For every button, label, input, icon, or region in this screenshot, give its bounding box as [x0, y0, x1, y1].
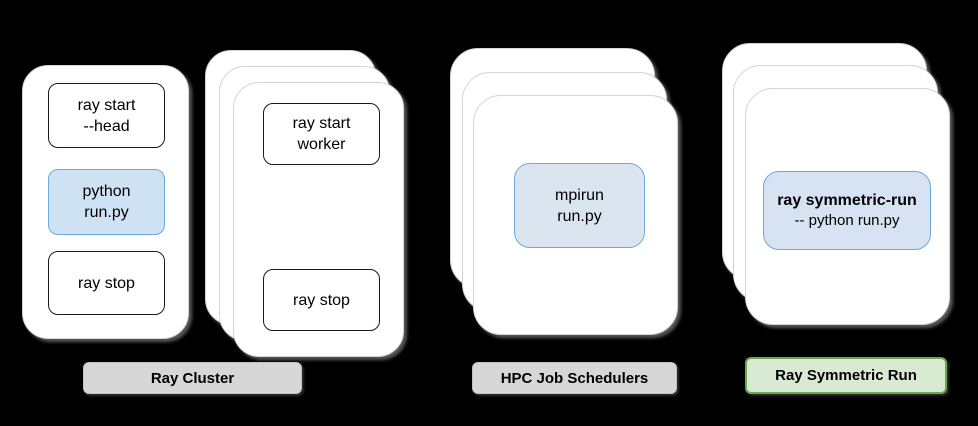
- head-node-group: ray start --head python run.py ray stop: [22, 65, 222, 355]
- label-ray-cluster: Ray Cluster: [83, 362, 302, 394]
- label-ray-symmetric-run-text: Ray Symmetric Run: [775, 367, 917, 384]
- cmd-box-python-run: python run.py: [48, 169, 165, 235]
- worker-node-card-front: ray start worker ray stop: [233, 82, 404, 357]
- cmd-box-ray-start-head: ray start --head: [48, 83, 165, 148]
- cmd-box-ray-stop-worker: ray stop: [263, 269, 380, 331]
- cmd-text-ray-start-head: ray start --head: [77, 96, 136, 135]
- cmd-box-ray-start-worker: ray start worker: [263, 103, 380, 165]
- label-ray-cluster-text: Ray Cluster: [150, 369, 235, 387]
- hpc-nodes-group: mpirun run.py: [450, 48, 678, 335]
- cmd-text-symmetric-run-title: ray symmetric-run: [777, 191, 917, 209]
- label-hpc-job-schedulers-text: HPC Job Schedulers: [500, 369, 649, 387]
- cmd-box-mpirun: mpirun run.py: [514, 163, 645, 248]
- symmetric-node-card-front: ray symmetric-run -- python run.py: [745, 88, 950, 325]
- cmd-text-ray-stop: ray stop: [78, 274, 135, 292]
- hpc-node-card-front: mpirun run.py: [473, 95, 678, 335]
- cmd-text-ray-start-worker: ray start worker: [292, 115, 351, 153]
- label-ray-symmetric-run: Ray Symmetric Run: [745, 357, 947, 394]
- symmetric-run-nodes-group: ray symmetric-run -- python run.py: [722, 43, 950, 325]
- cmd-text-ray-stop-worker: ray stop: [293, 291, 350, 309]
- cmd-box-ray-stop: ray stop: [48, 251, 165, 315]
- head-node-card: ray start --head python run.py ray stop: [22, 65, 189, 339]
- cmd-text-python-run: python run.py: [82, 183, 131, 221]
- worker-nodes-group: ray start worker ray stop: [205, 50, 405, 357]
- cmd-box-symmetric-run: ray symmetric-run -- python run.py: [763, 171, 931, 250]
- cmd-text-mpirun: mpirun run.py: [555, 186, 604, 225]
- cmd-text-symmetric-run-subtitle: -- python run.py: [794, 211, 900, 229]
- label-hpc-job-schedulers: HPC Job Schedulers: [472, 362, 677, 394]
